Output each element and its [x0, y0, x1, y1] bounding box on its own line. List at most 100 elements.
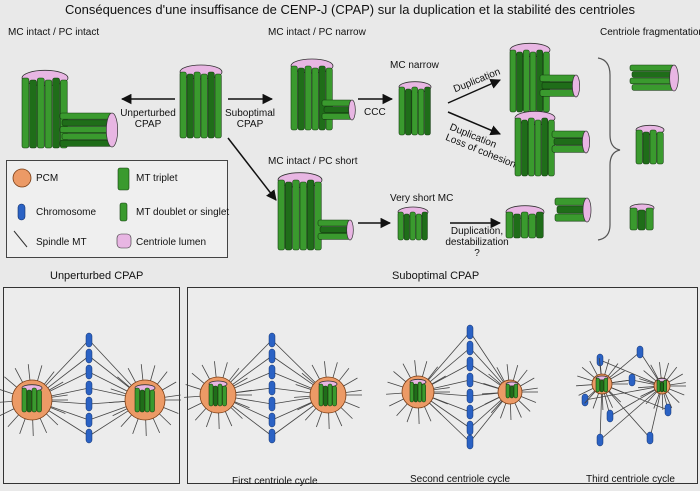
- cell3-centriole-l-rod: [409, 381, 414, 403]
- pole-second-left-astral: [429, 402, 442, 415]
- pole-second-left-astral: [402, 363, 411, 379]
- pole-unperturbed-right-astral: [112, 408, 128, 417]
- pole-second-left-astral: [432, 397, 448, 405]
- cell2-centriole-r-rod: [332, 385, 337, 407]
- destab-pc-rod: [554, 197, 588, 206]
- pole-first-left-astral: [222, 362, 228, 378]
- pole-third-right-astral: [663, 362, 669, 379]
- legend-spindle-icon: [13, 230, 28, 248]
- pole-first-left-astral: [194, 408, 207, 421]
- pole-second-right-astral: [510, 403, 512, 420]
- mc-pc-short-rod: [277, 179, 285, 251]
- pole-first-right-astral: [338, 367, 350, 382]
- pole-third-left-astral: [577, 375, 593, 382]
- mc-center-rod: [193, 71, 201, 139]
- pc-intact-left-lumen: [105, 112, 119, 148]
- cell4-centriole-l-rod: [603, 377, 608, 393]
- pc-narrow-lumen: [348, 99, 356, 121]
- destab-mc-rod: [528, 213, 536, 239]
- pole-third-left-astral: [610, 370, 625, 380]
- pole-second-left-astral: [406, 406, 413, 423]
- cell-unperturbed-chromosome: [85, 348, 93, 364]
- pc-narrow: [321, 99, 356, 121]
- cell-first-chromosome: [268, 428, 276, 444]
- pole-third-left-astral: [608, 390, 621, 403]
- mc-pc-short-rod: [299, 181, 307, 251]
- mc-center-rod: [214, 73, 222, 139]
- pole-third-right-astral: [659, 362, 662, 379]
- destab-mc-rod: [513, 213, 521, 239]
- legend-mt-doublet-icon: [119, 202, 128, 222]
- third-chromosome: [628, 373, 636, 387]
- pole-unperturbed-right-astral: [109, 400, 126, 403]
- third-chromosome: [664, 403, 672, 417]
- pc-short-rod: [317, 233, 351, 240]
- cell2-centriole-l-rod: [217, 383, 223, 407]
- very-short-mc-rod: [397, 211, 404, 241]
- pole-third-right-astral: [653, 393, 660, 409]
- cell4-centriole-r-rod: [663, 379, 667, 393]
- pole-second-left-astral: [386, 392, 403, 395]
- third-mt: [601, 383, 651, 439]
- mc-narrow-rod: [424, 86, 431, 136]
- dup-pc-1-rod: [539, 74, 577, 82]
- cell2-centriole-r-rod: [318, 383, 324, 407]
- frag-3-rod: [629, 207, 638, 231]
- pole-second-left-astral: [414, 360, 417, 377]
- pole-third-left-astral: [578, 388, 594, 396]
- arrow-label-unperturbed-line2: CPAP: [134, 119, 162, 130]
- destab-pc-rod: [554, 213, 588, 222]
- cell1-centriole-r: [134, 384, 156, 413]
- pole-first-left-astral: [201, 364, 210, 380]
- dup-mc-2: [514, 110, 556, 177]
- cell-second-chromosome: [466, 388, 474, 404]
- pole-unperturbed-right-astral: [164, 394, 181, 398]
- pole-third-left-astral: [581, 366, 595, 378]
- pole-first-right-astral: [344, 401, 360, 409]
- mc-center-rod: [207, 71, 215, 139]
- mc-intact-left: [21, 69, 69, 149]
- pc-intact-left: [59, 112, 119, 148]
- dup-pc-2-rod: [553, 138, 587, 146]
- pole-unperturbed-left-astral: [46, 413, 59, 426]
- cell4-centriole-r-rod: [660, 381, 664, 393]
- pole-third-left-astral: [605, 392, 613, 408]
- pole-unperturbed-right-astral: [152, 418, 161, 434]
- frag-2-rod: [642, 131, 650, 165]
- pole-first-right-astral: [301, 372, 315, 384]
- legend-chromosome-icon: [17, 203, 26, 221]
- pole-first-right-astral: [304, 408, 317, 421]
- pole-first-left-astral: [235, 389, 252, 393]
- mc-pc-short: [277, 172, 323, 251]
- pole-unperturbed-left-astral: [0, 400, 13, 403]
- dup-mc-2-rod: [541, 117, 548, 177]
- dup-pc-1: [539, 74, 581, 98]
- cell-second-chromosome: [466, 324, 474, 340]
- third-mt: [599, 385, 663, 441]
- pole-first-left-astral: [184, 395, 201, 398]
- pole-third-right-astral: [669, 388, 685, 396]
- legend-lumen-icon: [116, 233, 132, 249]
- pole-unperturbed-right-astral: [150, 365, 156, 381]
- pole-unperturbed-right-astral: [120, 414, 132, 428]
- pole-unperturbed-right-astral: [156, 371, 168, 385]
- mc-narrow-rod: [411, 86, 418, 136]
- mc-pc-short-rod: [314, 181, 322, 251]
- pole-second-left-astral: [422, 361, 428, 377]
- cell-second-chromosome: [466, 372, 474, 388]
- cell1-centriole-r-rod: [134, 387, 140, 413]
- cell-unperturbed-chromosome: [85, 412, 93, 428]
- pole-first-left-astral: [218, 412, 220, 429]
- mc-pc-narrow-rod: [318, 65, 326, 131]
- cell4-centriole-r-rod: [656, 379, 661, 393]
- pole-second-right-astral: [512, 364, 519, 381]
- fragmentation-brace: [597, 57, 621, 241]
- mc-center-rod: [179, 71, 187, 139]
- pole-third-left-astral: [611, 387, 627, 395]
- pole-first-left-astral: [191, 372, 205, 384]
- pole-unperturbed-left-astral: [37, 365, 43, 381]
- cell3-centriole-r-rod: [509, 385, 514, 399]
- very-short-mc-rod: [421, 211, 428, 241]
- cell-second-chromosome: [466, 420, 474, 436]
